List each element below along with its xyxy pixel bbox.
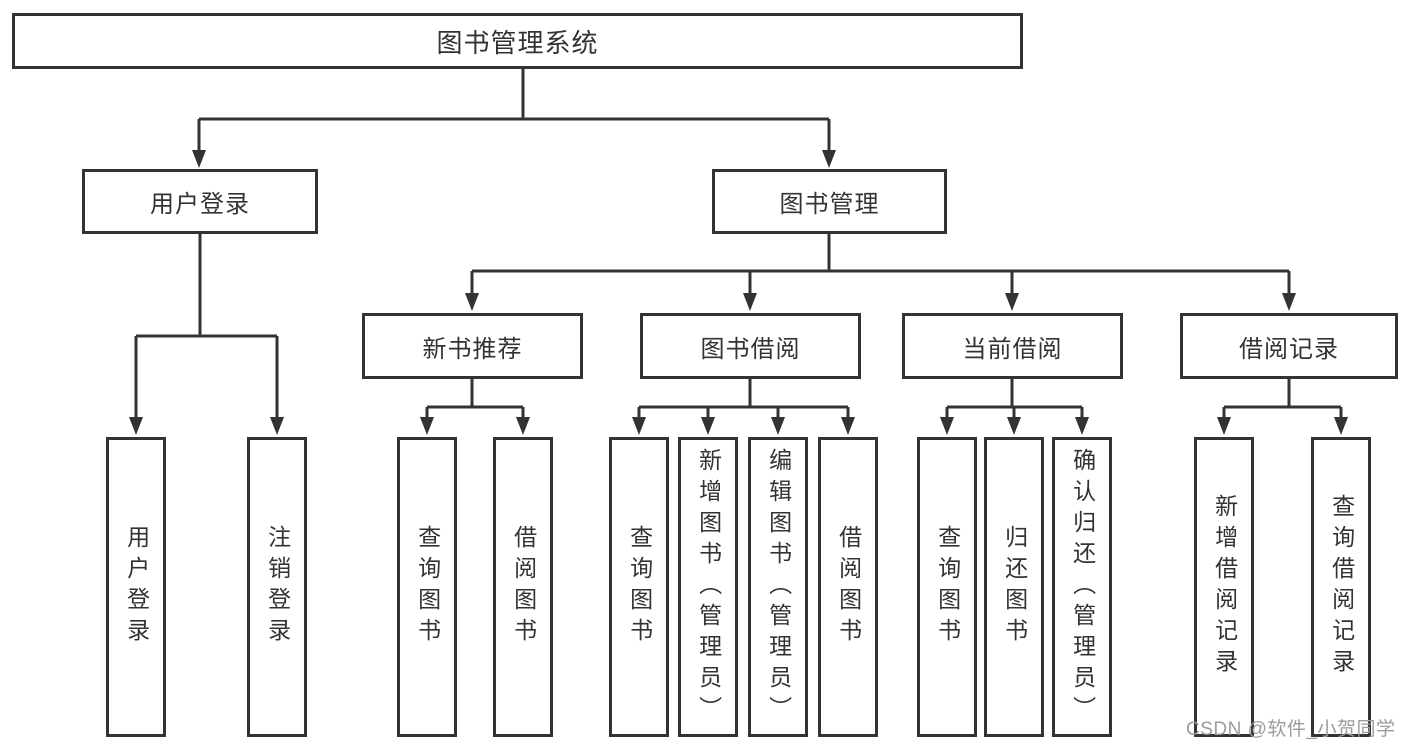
arrow-to-leaf-current-query [940, 417, 954, 435]
connector-recommend-to-children [425, 379, 525, 419]
arrow-to-user-login-branch [192, 150, 206, 168]
connector-login-to-children [134, 234, 279, 419]
leaf-borrow-borrow-books-label: 借阅图书 [835, 525, 862, 649]
arrow-to-current-borrow [1005, 293, 1019, 311]
arrow-to-leaf-current-return [1007, 417, 1021, 435]
leaf-borrow-edit-books-label: 编辑图书（管理员） [765, 447, 792, 727]
node-user-login-label: 用户登录 [150, 191, 250, 218]
leaf-recommend-borrow-books-label: 借阅图书 [510, 525, 537, 649]
arrow-to-book-management [822, 150, 836, 168]
leaf-borrow-query-books: 查询图书 [609, 437, 669, 737]
node-root: 图书管理系统 [12, 13, 1023, 69]
node-book-management: 图书管理 [712, 169, 947, 234]
connector-borrow-to-children [637, 379, 850, 419]
node-book-borrow: 图书借阅 [640, 313, 861, 379]
arrow-to-leaf-borrow-edit [771, 417, 785, 435]
leaf-records-query-record: 查询借阅记录 [1311, 437, 1371, 737]
leaf-user-login-label: 用户登录 [123, 525, 150, 649]
leaf-current-confirm-return: 确认归还（管理员） [1052, 437, 1112, 737]
leaf-current-return-books: 归还图书 [984, 437, 1044, 737]
node-current-borrow-label: 当前借阅 [962, 335, 1063, 363]
leaf-current-return-books-label: 归还图书 [1001, 525, 1028, 649]
node-new-book-recommend-label: 新书推荐 [422, 335, 523, 363]
arrow-to-leaf-borrow-add [701, 417, 715, 435]
leaf-current-query-books: 查询图书 [917, 437, 977, 737]
arrow-to-leaf-records-add [1217, 417, 1231, 435]
node-book-borrow-label: 图书借阅 [700, 335, 801, 363]
node-borrow-records-label: 借阅记录 [1239, 335, 1339, 363]
arrow-to-leaf-records-query [1334, 417, 1348, 435]
leaf-borrow-borrow-books: 借阅图书 [818, 437, 878, 737]
leaf-user-login: 用户登录 [106, 437, 166, 737]
leaf-logout-label: 注销登录 [264, 525, 291, 649]
arrowheads [129, 150, 1348, 435]
node-new-book-recommend: 新书推荐 [362, 313, 583, 379]
arrow-to-leaf-borrow-borrow [841, 417, 855, 435]
leaf-records-add-record-label: 新增借阅记录 [1211, 494, 1238, 680]
arrow-to-leaf-user-login [129, 417, 143, 435]
node-borrow-records: 借阅记录 [1180, 313, 1398, 379]
leaf-borrow-add-books: 新增图书（管理员） [678, 437, 738, 737]
arrow-to-new-book-recommend [465, 293, 479, 311]
node-current-borrow: 当前借阅 [902, 313, 1123, 379]
arrow-to-leaf-logout [270, 417, 284, 435]
arrow-to-leaf-borrow-query [632, 417, 646, 435]
csdn-watermark: CSDN @软件_小贺同学 [1186, 719, 1396, 740]
leaf-borrow-edit-books: 编辑图书（管理员） [748, 437, 808, 737]
arrow-to-leaf-current-confirm [1075, 417, 1089, 435]
leaf-borrow-add-books-label: 新增图书（管理员） [695, 447, 722, 727]
connector-root-to-level2 [197, 69, 831, 152]
leaf-current-confirm-return-label: 确认归还（管理员） [1069, 447, 1096, 727]
leaf-logout: 注销登录 [247, 437, 307, 737]
connector-current-to-children [945, 379, 1084, 419]
arrow-to-borrow-records [1282, 293, 1296, 311]
arrow-to-book-borrow [743, 293, 757, 311]
connector-records-to-children [1222, 379, 1343, 419]
arrow-to-leaf-recommend-query [420, 417, 434, 435]
leaf-records-query-record-label: 查询借阅记录 [1328, 494, 1355, 680]
leaf-current-query-books-label: 查询图书 [934, 525, 961, 649]
node-book-management-label: 图书管理 [779, 191, 880, 218]
leaf-recommend-borrow-books: 借阅图书 [493, 437, 553, 737]
leaf-records-add-record: 新增借阅记录 [1194, 437, 1254, 737]
node-user-login: 用户登录 [82, 169, 318, 234]
arrow-to-leaf-recommend-borrow [516, 417, 530, 435]
leaf-recommend-query-books: 查询图书 [397, 437, 457, 737]
leaf-recommend-query-books-label: 查询图书 [414, 525, 441, 649]
leaf-borrow-query-books-label: 查询图书 [626, 525, 653, 649]
connector-management-to-modules [470, 234, 1291, 295]
node-root-label: 图书管理系统 [436, 27, 599, 58]
